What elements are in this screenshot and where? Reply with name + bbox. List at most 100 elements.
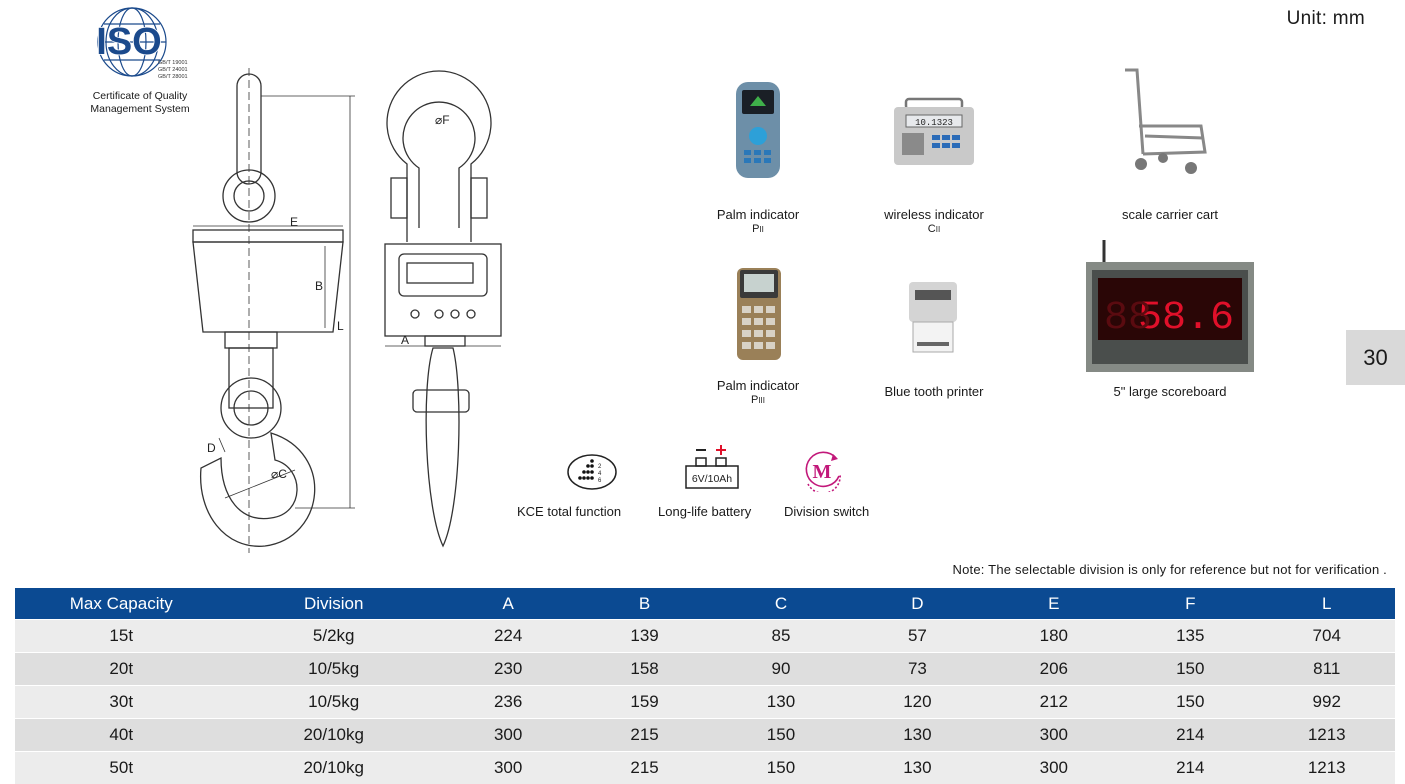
kce-digit-3: 6 [598, 478, 602, 484]
table-cell: 130 [849, 718, 986, 752]
accessory-caption-printer: Blue tooth printer [849, 384, 1019, 399]
table-cell: 40t [15, 718, 228, 752]
table-cell: 206 [985, 652, 1123, 686]
palm-indicator-icon [736, 82, 780, 178]
column-header: L [1258, 588, 1395, 620]
table-cell: 300 [985, 751, 1123, 784]
accessory-caption-cart: scale carrier cart [1085, 207, 1255, 222]
column-header: F [1122, 588, 1259, 620]
table-cell: 230 [439, 652, 577, 686]
iso-logo-text: ISO [96, 21, 161, 63]
column-header: A [439, 588, 577, 620]
column-header: B [576, 588, 713, 620]
iso-standard-1: GB/T 19001 [158, 60, 188, 66]
palm-indicator-iii-icon [737, 268, 781, 360]
accessory-name: scale carrier cart [1121, 207, 1219, 222]
iso-standard-2: GB/T 24001 [158, 67, 188, 73]
table-cell: 212 [985, 685, 1123, 719]
feature-label-battery: Long-life battery [658, 504, 752, 519]
front-hook [425, 347, 460, 548]
side-body [192, 241, 344, 333]
table-cell: 1213 [1258, 751, 1395, 784]
table-cell: 90 [712, 652, 850, 686]
crane-scale-technical-drawing: E B L D ⌀C ⌀F A [192, 68, 502, 553]
table-cell: 10/5kg [227, 652, 440, 686]
table-cell: 215 [576, 718, 713, 752]
table-cell: 130 [849, 751, 986, 784]
battery-spec-text: 6V/10Ah [692, 473, 732, 485]
column-header: Division [227, 588, 440, 620]
feature-label-division: Division switch [784, 504, 870, 519]
accessory-model: PIII [750, 394, 765, 406]
table-cell: 150 [1122, 652, 1259, 686]
scoreboard-icon: 58.6 88 [1086, 240, 1254, 372]
table-cell: 215 [576, 751, 713, 784]
front-indicator-box [384, 243, 502, 337]
table-cell: 50t [15, 751, 228, 784]
table-cell: 73 [849, 652, 986, 686]
dim-label-c: ⌀C [271, 467, 287, 481]
kce-digit-1: 2 [598, 464, 602, 470]
table-cell: 130 [712, 685, 850, 719]
table-cell: 992 [1258, 685, 1395, 719]
accessory-model: CII [927, 223, 941, 235]
accessory-caption-palm-p2: Palm indicator PII [673, 207, 843, 237]
svg-text:88: 88 [1104, 296, 1152, 341]
table-cell: 135 [1122, 619, 1259, 653]
accessory-caption-wireless-c2: wireless indicator CII [849, 207, 1019, 237]
table-cell: 811 [1258, 652, 1395, 686]
table-cell: 224 [439, 619, 577, 653]
table-cell: 30t [15, 685, 228, 719]
iso-cert-line1: Certificate of Quality [92, 90, 188, 102]
dim-label-e: E [290, 215, 298, 229]
column-header: Max Capacity [15, 588, 228, 620]
table-cell: 236 [439, 685, 577, 719]
front-shackle [386, 70, 492, 242]
accessory-name: wireless indicator [884, 207, 984, 222]
table-cell: 5/2kg [227, 619, 440, 653]
table-cell: 180 [985, 619, 1123, 653]
kce-digit-2: 4 [598, 471, 602, 477]
column-header: D [849, 588, 986, 620]
feature-label-kce: KCE total function [517, 504, 622, 519]
division-switch-letter: M [813, 461, 832, 483]
wireless-display-text: 10.1323 [915, 118, 953, 128]
iso-logo-icon: ISO GB/T 19001 GB/T 24001 GB/T 28001 [96, 7, 188, 80]
wireless-indicator-icon: 10.1323 [894, 97, 974, 165]
table-cell: 158 [576, 652, 713, 686]
accessory-name: Palm indicator [716, 378, 800, 393]
accessory-name: Blue tooth printer [884, 384, 984, 399]
table-cell: 214 [1122, 751, 1259, 784]
dim-label-a: A [401, 333, 409, 347]
kce-icon: 2 4 6 [567, 454, 617, 490]
table-cell: 1213 [1258, 718, 1395, 752]
table-cell: 704 [1258, 619, 1395, 653]
table-cell: 20t [15, 652, 228, 686]
table-cell: 15t [15, 619, 228, 653]
table-cell: 300 [439, 751, 577, 784]
table-cell: 120 [849, 685, 986, 719]
table-cell: 300 [985, 718, 1123, 752]
accessory-name: 5" large scoreboard [1113, 384, 1227, 399]
table-cell: 85 [712, 619, 850, 653]
column-header: E [985, 588, 1123, 620]
table-cell: 57 [849, 619, 986, 653]
dim-label-b: B [315, 279, 323, 293]
table-cell: 150 [712, 751, 850, 784]
printer-icon [909, 282, 957, 353]
accessory-caption-scoreboard: 5" large scoreboard [1085, 384, 1255, 399]
accessory-model: PII [752, 223, 764, 235]
table-cell: 10/5kg [227, 685, 440, 719]
table-cell: 150 [1122, 685, 1259, 719]
table-cell: 214 [1122, 718, 1259, 752]
scoreboard-display-text: 58.6 [1138, 296, 1234, 341]
iso-certificate-text: Certificate of Quality Management System [70, 90, 210, 116]
reference-note: Note: The selectable division is only fo… [952, 562, 1387, 577]
table-cell: 20/10kg [227, 718, 440, 752]
